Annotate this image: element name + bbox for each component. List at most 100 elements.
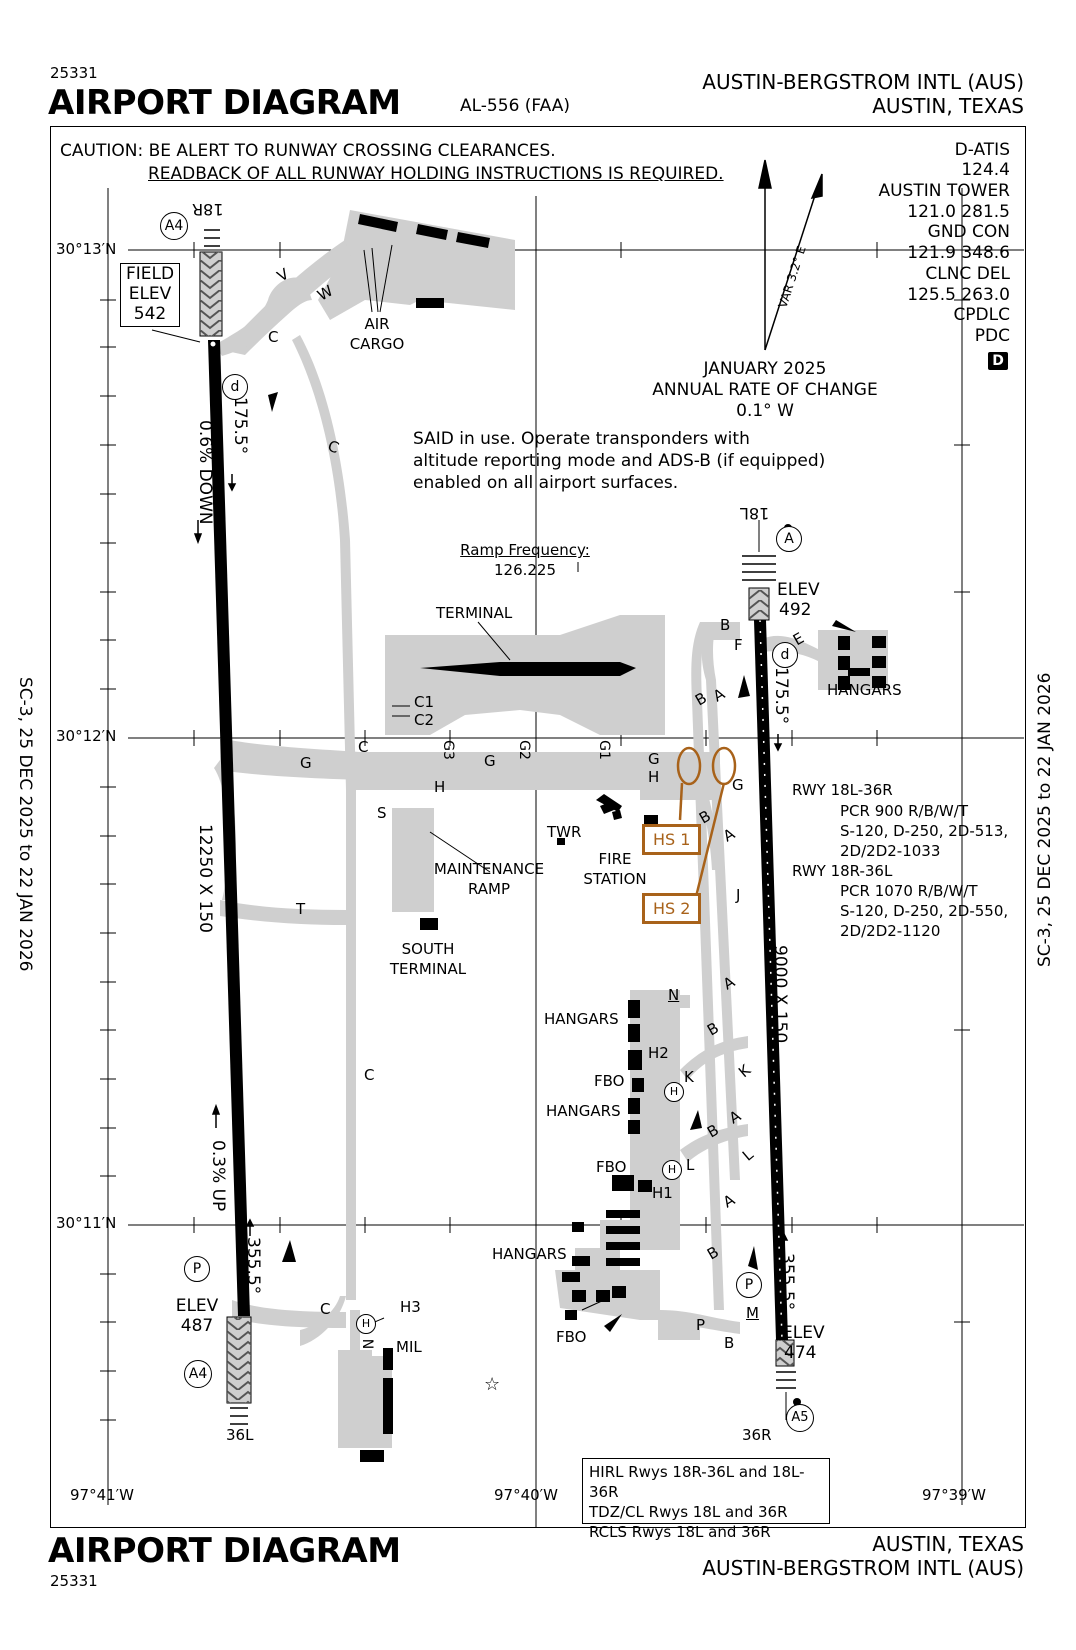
terminal-label: TERMINAL (436, 604, 513, 622)
deicing-d-east-icon: d (772, 642, 798, 668)
runway-36r-heading: 355.5° (777, 1253, 797, 1311)
said-line-1: SAID in use. Operate transponders with (413, 429, 750, 449)
runway-18r-label: 18R (192, 200, 224, 219)
fire-station-label-2: STATION (583, 870, 647, 888)
taxiway-j-label: J (736, 886, 741, 904)
field-elev-label-2: ELEV (128, 284, 172, 304)
hangars-label-east: HANGARS (827, 681, 902, 699)
rwy-18l-36r-pcr: PCR 900 R/B/W/T (840, 802, 968, 820)
hot-spot-1[interactable]: HS 1 (642, 824, 702, 855)
runway-18r-heading: 175.5° (230, 397, 250, 455)
said-line-2: altitude reporting mode and ADS-B (if eq… (413, 451, 826, 471)
elev-36l-value: 487 (180, 1316, 214, 1336)
elev-36l-label: ELEV (175, 1296, 219, 1316)
hangars-label-1: HANGARS (544, 1010, 619, 1028)
taxiway-g2-label: G2 (515, 740, 532, 760)
rwy-18l-36r-weights-2: 2D/2D2-1033 (840, 842, 941, 860)
taxiway-c2-label: C2 (414, 711, 435, 729)
footer-airport-name: AUSTIN-BERGSTROM INTL (AUS) (702, 1556, 1024, 1580)
maintenance-label-1: MAINTENANCE (433, 860, 545, 878)
heliport-h3-icon: H (356, 1314, 376, 1334)
maintenance-label-2: RAMP (467, 880, 511, 898)
ground-label: GND CON (927, 222, 1010, 242)
deicing-d-west-icon: d (222, 374, 248, 400)
lighting-legend: HIRL Rwys 18R-36L and 18L-36R TDZ/CL Rwy… (582, 1458, 830, 1541)
hangars-label-2: HANGARS (546, 1102, 621, 1120)
taxiway-g-label-4: G (732, 776, 744, 794)
latitude-bottom: 30°11′N (56, 1214, 117, 1232)
longitude-left: 97°41′W (70, 1486, 134, 1504)
taxiway-c-label-4: C (364, 1066, 375, 1084)
taxiway-f-label: F (734, 636, 743, 654)
approach-a4-north-icon: A4 (160, 212, 188, 240)
tower-frequency: 121.0 281.5 (907, 202, 1010, 222)
tower-label: AUSTIN TOWER (878, 181, 1010, 201)
taxiway-b-label-7: B (724, 1334, 735, 1352)
grid-ticks (100, 242, 970, 1421)
d-badge: D (988, 352, 1008, 370)
runway-gradient-up: 0.3% UP (208, 1140, 228, 1212)
approach-a-icon: A (776, 526, 802, 552)
approach-a5-icon: A5 (786, 1404, 814, 1432)
chart-number: 25331 (50, 64, 98, 82)
runway-18l-label: 18L (740, 504, 770, 523)
taxiway-l-label-1: L (686, 1156, 695, 1174)
rwy-18r-36l-title: RWY 18R-36L (792, 862, 893, 880)
heliport-h1-icon: H (662, 1160, 682, 1180)
taxiway-g-label-3: G (648, 750, 660, 768)
helipad-h3-label: H3 (400, 1298, 421, 1316)
hotspot-rings (676, 746, 737, 906)
ground-frequency: 121.9 348.6 (907, 243, 1010, 263)
rate-of-change-label: ANNUAL RATE OF CHANGE (652, 380, 878, 400)
clearance-label: CLNC DEL (925, 264, 1010, 284)
field-elev-value: 542 (133, 304, 167, 324)
diagram-frame (50, 126, 1026, 1528)
north-arrow (758, 159, 823, 351)
airport-name: AUSTIN-BERGSTROM INTL (AUS) (702, 70, 1024, 94)
buildings (358, 214, 886, 1462)
caution-line-2: READBACK OF ALL RUNWAY HOLDING INSTRUCTI… (148, 164, 724, 184)
gradient-arrows (193, 474, 789, 1250)
field-elev-label-1: FIELD (125, 264, 175, 284)
hangars-label-3: HANGARS (492, 1245, 567, 1263)
fbo-label-3: FBO (556, 1328, 587, 1346)
elev-18l-label: ELEV (777, 580, 820, 600)
ramp-frequency-label: Ramp Frequency: (460, 541, 590, 559)
parking-p-east-icon: P (736, 1272, 762, 1298)
chart-title: AIRPORT DIAGRAM (48, 83, 401, 123)
footer-chart-number: 25331 (50, 1572, 98, 1590)
latitude-mid: 30°12′N (56, 727, 117, 745)
taxiway-p-label: P (696, 1316, 706, 1334)
taxiway-g3-label: G3 (439, 740, 456, 760)
leader-lines (151, 244, 605, 1325)
south-terminal-label-2: TERMINAL (389, 960, 467, 978)
field-elevation-box: FIELD ELEV 542 (120, 263, 180, 327)
pavement (214, 210, 888, 1448)
helipad-h2-label: H2 (648, 1044, 669, 1062)
taxiway-m-label: M (746, 1304, 759, 1322)
clearance-frequency: 125.5 263.0 (907, 285, 1010, 305)
heliport-h2-icon: H (664, 1082, 684, 1102)
footer-title: AIRPORT DIAGRAM (48, 1531, 401, 1571)
ramp-frequency-value: 126.225 (493, 561, 557, 579)
approach-a4-south-icon: A4 (184, 1360, 212, 1388)
taxiway-h-label-1: H (434, 778, 446, 796)
taxiway-g1-label: G1 (595, 740, 612, 760)
hot-spot-2[interactable]: HS 2 (642, 893, 702, 924)
taxiway-k-label-2: K (684, 1068, 694, 1086)
taxiway-c-label-3: C (358, 738, 369, 756)
rate-of-change-value: 0.1° W (736, 401, 794, 421)
lighting-line-3: RCLS Rwys 18L and 36R (589, 1523, 771, 1541)
taxiway-g-label-1: G (300, 754, 312, 772)
lighting-line-2: TDZ/CL Rwys 18L and 36R (589, 1503, 788, 1521)
taxiway-n-label-2: N (359, 1338, 376, 1350)
fbo-label-1: FBO (594, 1072, 625, 1090)
runway-36l-label: 36L (226, 1426, 254, 1444)
rwy-18r-36l-weights: S-120, D-250, 2D-550, (840, 902, 1009, 920)
longitude-mid: 97°40′W (494, 1486, 558, 1504)
city-state: AUSTIN, TEXAS (872, 94, 1024, 118)
cpdlc-label: CPDLC (953, 305, 1010, 325)
runway-gradient-down: 0.6% DOWN (195, 420, 215, 525)
rwy-18l-36r-weights: S-120, D-250, 2D-513, (840, 822, 1009, 840)
